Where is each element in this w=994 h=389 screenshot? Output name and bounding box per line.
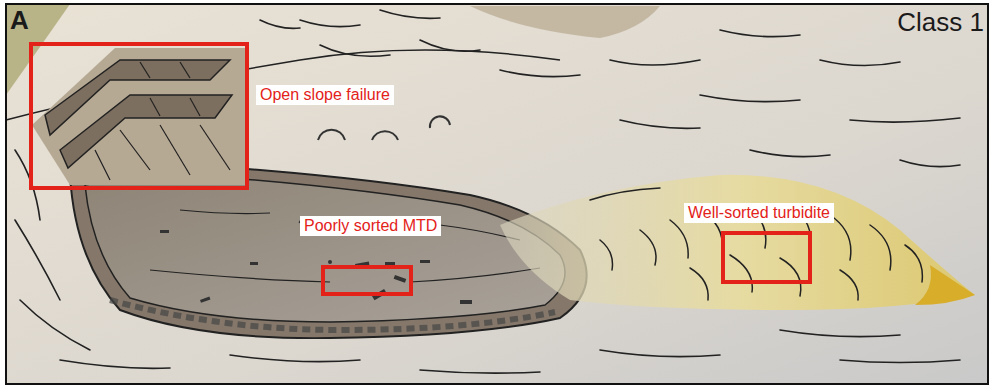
class-label: Class 1 xyxy=(897,8,984,37)
feature-label: Well-sorted turbidite xyxy=(684,203,834,223)
feature-label: Poorly sorted MTD xyxy=(300,216,441,236)
feature-label: Open slope failure xyxy=(256,85,394,105)
panel-letter: A xyxy=(10,6,29,35)
